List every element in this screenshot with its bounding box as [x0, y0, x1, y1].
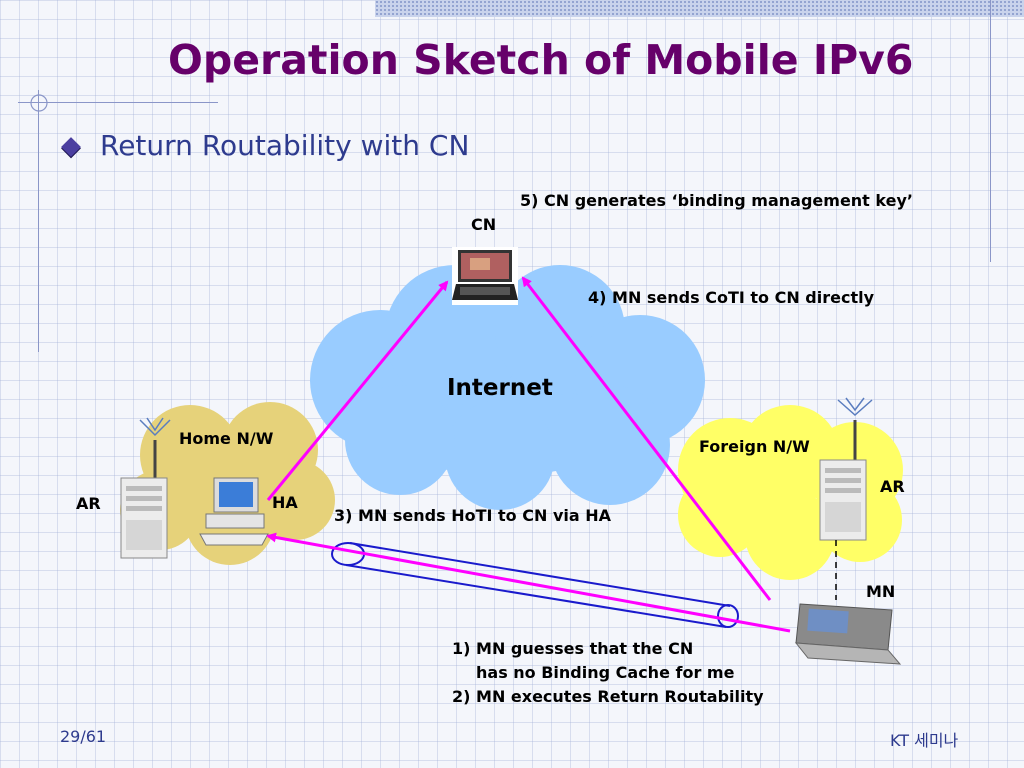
mn-device-icon	[794, 603, 902, 665]
header-decoration-band	[375, 0, 1024, 17]
step3-label: 3) MN sends HoTI to CN via HA	[334, 506, 611, 525]
decor-vertical-line-right	[990, 0, 991, 262]
subtitle: Return Routability with CN	[100, 129, 470, 162]
decor-vertical-line-left	[38, 90, 39, 352]
step2-label: 2) MN executes Return Routability	[452, 687, 764, 706]
hoti-arrow-ha-to-cn	[266, 280, 449, 501]
decor-horizontal-line	[18, 102, 218, 103]
mn-ha-tunnel	[331, 542, 739, 628]
internet-label: Internet	[447, 375, 553, 401]
cn-laptop-icon	[452, 247, 518, 305]
mn-label: MN	[866, 582, 896, 601]
decor-circle-icon	[30, 94, 48, 112]
ha-desktop-icon	[199, 477, 269, 546]
page-title: Operation Sketch of Mobile IPv6	[168, 36, 914, 84]
step5-label: 5) CN generates ‘binding management key’	[520, 191, 913, 210]
ha-label: HA	[272, 493, 298, 512]
step4-label: 4) MN sends CoTI to CN directly	[588, 288, 875, 307]
home-ar-server-icon	[120, 417, 171, 559]
step1-label-line2: has no Binding Cache for me	[476, 663, 735, 682]
hoti-arrow-mn-to-ha	[266, 532, 791, 633]
cn-label: CN	[471, 215, 497, 234]
internet-cloud	[310, 265, 705, 510]
foreign-ar-server-icon	[819, 397, 873, 541]
home-ar-label: AR	[76, 494, 101, 513]
step1-label-line1: 1) MN guesses that the CN	[452, 639, 694, 658]
footer-org: KT 세미나	[890, 731, 959, 750]
page-number: 29/61	[60, 727, 107, 746]
foreign-ar-label: AR	[880, 477, 905, 496]
home-network-label: Home N/W	[179, 429, 274, 448]
foreign-network-cloud	[678, 405, 903, 580]
foreign-network-label: Foreign N/W	[699, 437, 810, 456]
coti-arrow-mn-to-cn	[521, 276, 772, 601]
